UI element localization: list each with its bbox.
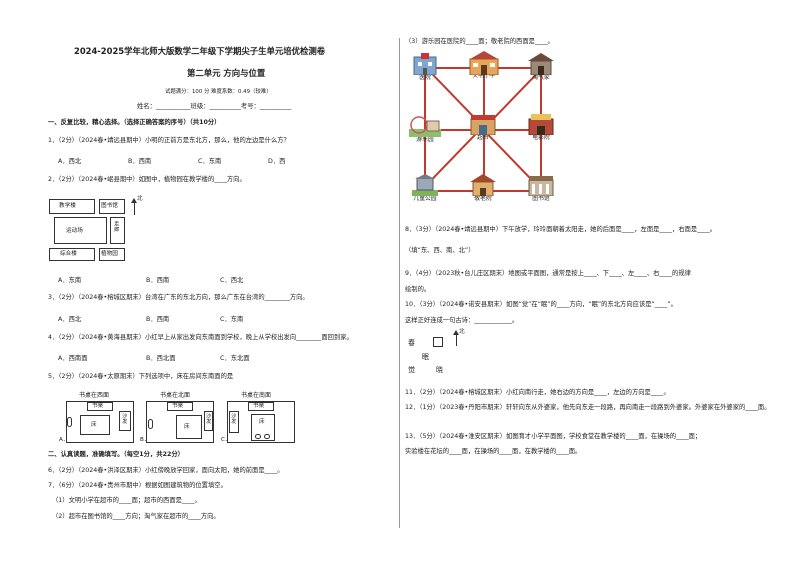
q1-text: 1．（2分）（2024春•靖远县期中）小明的正前方是东北方，那么，他的左边是什么… [48,137,290,144]
nursing-home-icon [470,174,496,197]
pillow-icon [264,434,270,439]
school-icon [469,51,499,76]
section2-heading: 二、认真读题，准确填写。（每空1分，共22分） [48,451,184,458]
q7-1-text: （1）文明小学在超市的____面；超市的西面是____。 [52,497,201,504]
char-xiao: 晓 [436,366,443,374]
place-hospital: 医院 [419,75,431,81]
name-line: 姓名：___________班级：__________考号：__________ [137,103,292,110]
q9-text-cont: 绘制的。 [405,286,431,293]
q12-text: 12．（1分）（2023春•丹阳市期末）轩轩向东从外婆家，他先向东走一段路，再向… [405,404,771,411]
q5-text: 5．（2分）（2024春•太原期末）下列选项中，床在房间东南面的是 [48,373,234,380]
q2-option-a[interactable]: A．东南 [58,277,82,284]
section1-heading: 一、反复比较，精心选择。（选择正确答案的序号）（共10分） [48,119,221,126]
q9-text: 9．（4分）（2023秋•台儿庄区期末）地图或平面图，通常是按上____、下__… [405,270,691,277]
place-taoqi-home: 淘气家 [532,75,550,81]
q3-option-c[interactable]: C．东南 [220,316,244,323]
place-nursing-home: 敬老院 [474,196,492,202]
pillow-icon [67,417,72,427]
q10-text-cont: 这样正好连成一句古诗：____________。 [405,317,519,324]
q8-hint: （填“东、西、南、北”） [405,247,475,254]
q3-option-b[interactable]: B．西南 [146,316,170,323]
map-library: 图书馆 [101,203,118,209]
char-chun: 春 [408,339,415,347]
q2-option-c[interactable]: C．西北 [220,277,244,284]
pillow-icon [148,419,153,429]
q3-text: 3．（2分）（2024春•榕城区期末）台湾在广东的东北方向，那么广东在台湾的__… [48,294,309,301]
library-icon [528,174,554,197]
north-label: 北 [459,329,465,335]
q4-text: 4．（2分）（2024春•黄海县期末）小红早上从家出发向东南面到学校，晚上从学校… [48,334,353,341]
q7-3-text: （3）游乐园在医院的____面；敬老院的西面是____。 [405,38,554,45]
q8-text: 8．（3分）（2024春•靖远县期中）下午放学，玲玲面朝着太阳走，她的后面是__… [405,226,717,233]
amusement-park-icon [409,115,441,137]
north-label: 北 [137,196,143,202]
cinema-icon [528,113,554,136]
q2-text: 2．（2分）（2024春•岷县期中）如图中，植物园在教学楼的____方向。 [48,176,246,183]
q2-option-b[interactable]: B．西南 [146,277,170,284]
q4-option-a[interactable]: A．西南面 [58,355,88,362]
q1-option-a[interactable]: A．西北 [58,158,82,165]
map-playground: 运动场 [66,228,83,234]
supermarket-icon [470,113,496,136]
map-corridor: 走廊 [113,221,120,232]
q1-option-b[interactable]: B．西南 [128,158,152,165]
place-childrens-park: 儿童公园 [413,196,437,202]
char-mian: 眠 [422,353,429,361]
place-supermarket: 超市 [477,135,489,141]
q13-text: 13．（5分）（2024春•淮安区期末）如图育才小学平面图，学校食堂在教学楼的_… [405,433,702,440]
q10-text: 10．（3分）（2024春•诺安县期末）如图“觉”在“眠”的____方向，“眠”… [405,301,677,308]
map-complex-building: 综合楼 [60,251,77,257]
char-jue: 觉 [408,366,415,374]
hospital-icon [412,53,438,76]
north-arrow-icon [134,202,135,215]
paper-title: 2024-2025学年北师大版数学二年级下学期尖子生单元培优检测卷 [74,46,326,56]
place-cinema: 电影院 [532,135,550,141]
q4-option-b[interactable]: B．西北面 [146,355,176,362]
place-amusement-park: 游乐园 [416,137,434,143]
place-school: 文明小学 [472,73,496,79]
q4-option-c[interactable]: C．东北面 [220,355,250,362]
home-icon [528,53,554,76]
q1-option-d[interactable]: D．西 [268,158,286,165]
map-teaching-building: 教学楼 [59,203,76,209]
map-botanical-garden: 植物园 [101,251,118,257]
q1-option-c[interactable]: C．东南 [198,158,222,165]
q7-text: 7．（6分）（2024春•贵州市期中）根据如图建筑物的位置填空。 [48,482,227,489]
column-divider [399,38,400,528]
q13-text-cont: 实验楼在花坛的____面，在操场的____面，在教学楼的____面。 [405,448,582,455]
paper-subtitle: 第二单元 方向与位置 [187,68,266,78]
north-arrow-icon [456,334,457,346]
q3-option-a[interactable]: A．西北 [58,316,82,323]
pillow-icon [255,434,261,439]
paper-meta: 试题满分：100 分 难度系数：0.49（较难） [165,89,272,95]
q11-text: 11．（2分）（2024春•榕城区期末）小红向南行走，她右边的方向是____，左… [405,389,670,396]
blank-box[interactable] [433,337,443,347]
q6-text: 6．（2分）（2024春•洪泽区期末）小红傍晚放学回家，面向太阳，她的前面是__… [48,467,284,474]
park-icon [412,174,438,196]
q7-2-text: （2）超市在图书馆的____方向；淘气家在超市的____方向。 [52,513,220,520]
place-library: 图书馆 [532,196,550,202]
